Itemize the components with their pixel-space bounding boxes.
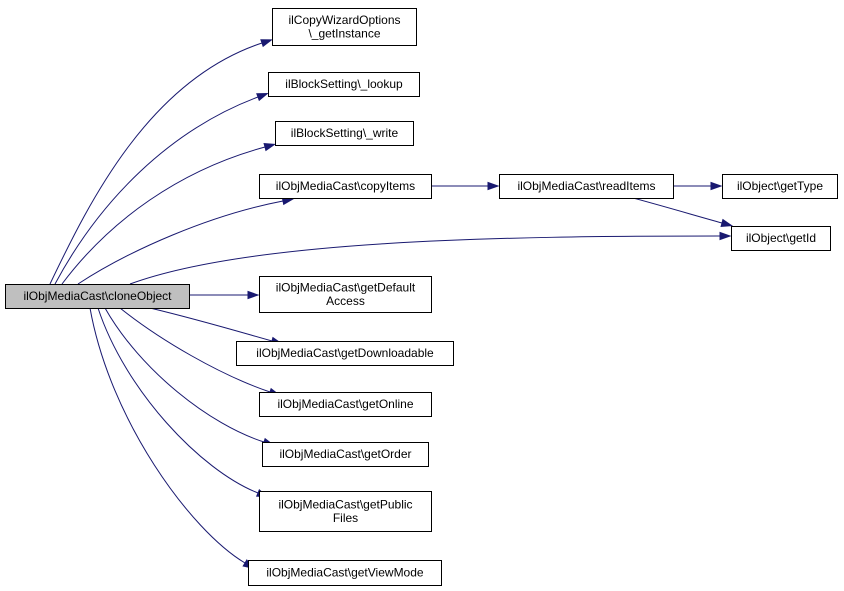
node-box bbox=[272, 8, 417, 46]
node-label: ilBlockSetting\_lookup bbox=[285, 77, 403, 91]
node-box bbox=[259, 276, 432, 313]
node-get-type[interactable]: ilObject\getType bbox=[722, 174, 838, 199]
edge-root-to-block-lookup bbox=[54, 92, 269, 285]
node-get-online[interactable]: ilObjMediaCast\getOnline bbox=[259, 392, 432, 417]
node-get-downloadable[interactable]: ilObjMediaCast\getDownloadable bbox=[236, 341, 454, 366]
node-box bbox=[731, 226, 831, 251]
node-label: ilObjMediaCast\readItems bbox=[517, 179, 655, 193]
arrowhead-icon bbox=[487, 181, 500, 191]
node-label: ilObjMediaCast\getViewMode bbox=[266, 566, 424, 580]
node-get-id[interactable]: ilObject\getId bbox=[731, 226, 831, 251]
edge-line bbox=[89, 307, 246, 564]
node-box bbox=[259, 392, 432, 417]
node-label: \_getInstance bbox=[308, 26, 380, 40]
node-label: ilObjMediaCast\cloneObject bbox=[23, 289, 172, 303]
edge-root-to-copy-items bbox=[77, 197, 295, 285]
edge-line bbox=[129, 235, 721, 285]
node-box bbox=[259, 491, 432, 532]
node-label: ilObject\getType bbox=[737, 179, 823, 193]
node-label: Access bbox=[326, 294, 365, 308]
node-root: ilObjMediaCast\cloneObject bbox=[5, 284, 190, 309]
edges-layer bbox=[49, 39, 734, 569]
node-copy-wizard[interactable]: ilCopyWizardOptions\_getInstance bbox=[272, 8, 417, 46]
edge-line bbox=[49, 42, 263, 285]
edge-line bbox=[77, 200, 284, 285]
node-label: ilObjMediaCast\copyItems bbox=[276, 179, 415, 193]
edge-copy-items-to-read-items bbox=[431, 181, 500, 191]
node-label: ilObject\getId bbox=[746, 231, 816, 245]
node-block-write[interactable]: ilBlockSetting\_write bbox=[275, 121, 414, 146]
edge-root-to-copy-wizard bbox=[49, 39, 273, 285]
node-label: ilObjMediaCast\getPublic bbox=[278, 497, 412, 511]
node-label: ilBlockSetting\_write bbox=[291, 126, 399, 140]
edge-root-to-get-id bbox=[129, 231, 732, 285]
node-block-lookup[interactable]: ilBlockSetting\_lookup bbox=[268, 72, 420, 97]
node-label: ilObjMediaCast\getDownloadable bbox=[256, 346, 434, 360]
edge-line bbox=[104, 307, 265, 443]
node-box bbox=[5, 284, 190, 309]
nodes-layer: ilObjMediaCast\cloneObject ilCopyWizardOp… bbox=[5, 8, 838, 586]
edge-read-items-to-get-type bbox=[673, 181, 723, 191]
edge-line bbox=[97, 307, 259, 494]
arrowhead-icon bbox=[710, 181, 723, 191]
node-box bbox=[275, 121, 414, 146]
node-box bbox=[236, 341, 454, 366]
edge-root-to-get-order bbox=[104, 307, 275, 446]
node-read-items[interactable]: ilObjMediaCast\readItems bbox=[499, 174, 674, 199]
node-box bbox=[259, 174, 432, 199]
edge-root-to-get-default-access bbox=[189, 290, 260, 300]
node-box bbox=[268, 72, 420, 97]
node-label: Files bbox=[333, 511, 358, 525]
node-get-order[interactable]: ilObjMediaCast\getOrder bbox=[262, 442, 429, 467]
node-label: ilObjMediaCast\getDefault bbox=[276, 280, 416, 294]
edge-line bbox=[149, 307, 273, 342]
edge-line bbox=[632, 197, 723, 224]
arrowhead-icon bbox=[720, 218, 734, 227]
arrowhead-icon bbox=[260, 39, 273, 48]
arrowhead-icon bbox=[263, 143, 277, 152]
node-box bbox=[722, 174, 838, 199]
arrowhead-icon bbox=[247, 290, 260, 300]
node-label: ilObjMediaCast\getOrder bbox=[279, 447, 411, 461]
edge-line bbox=[61, 146, 266, 285]
node-copy-items[interactable]: ilObjMediaCast\copyItems bbox=[259, 174, 432, 199]
arrowhead-icon bbox=[719, 231, 732, 241]
edge-read-items-to-get-id bbox=[632, 197, 734, 227]
node-box bbox=[499, 174, 674, 199]
node-box bbox=[262, 442, 429, 467]
edge-root-to-get-downloadable bbox=[149, 307, 284, 345]
arrowhead-icon bbox=[256, 92, 269, 102]
edge-root-to-block-write bbox=[61, 143, 277, 285]
node-label: ilCopyWizardOptions bbox=[288, 13, 400, 27]
node-label: ilObjMediaCast\getOnline bbox=[277, 397, 413, 411]
edge-line bbox=[119, 307, 271, 393]
node-get-view-mode[interactable]: ilObjMediaCast\getViewMode bbox=[248, 560, 442, 586]
node-box bbox=[248, 560, 442, 586]
edge-line bbox=[54, 96, 259, 285]
